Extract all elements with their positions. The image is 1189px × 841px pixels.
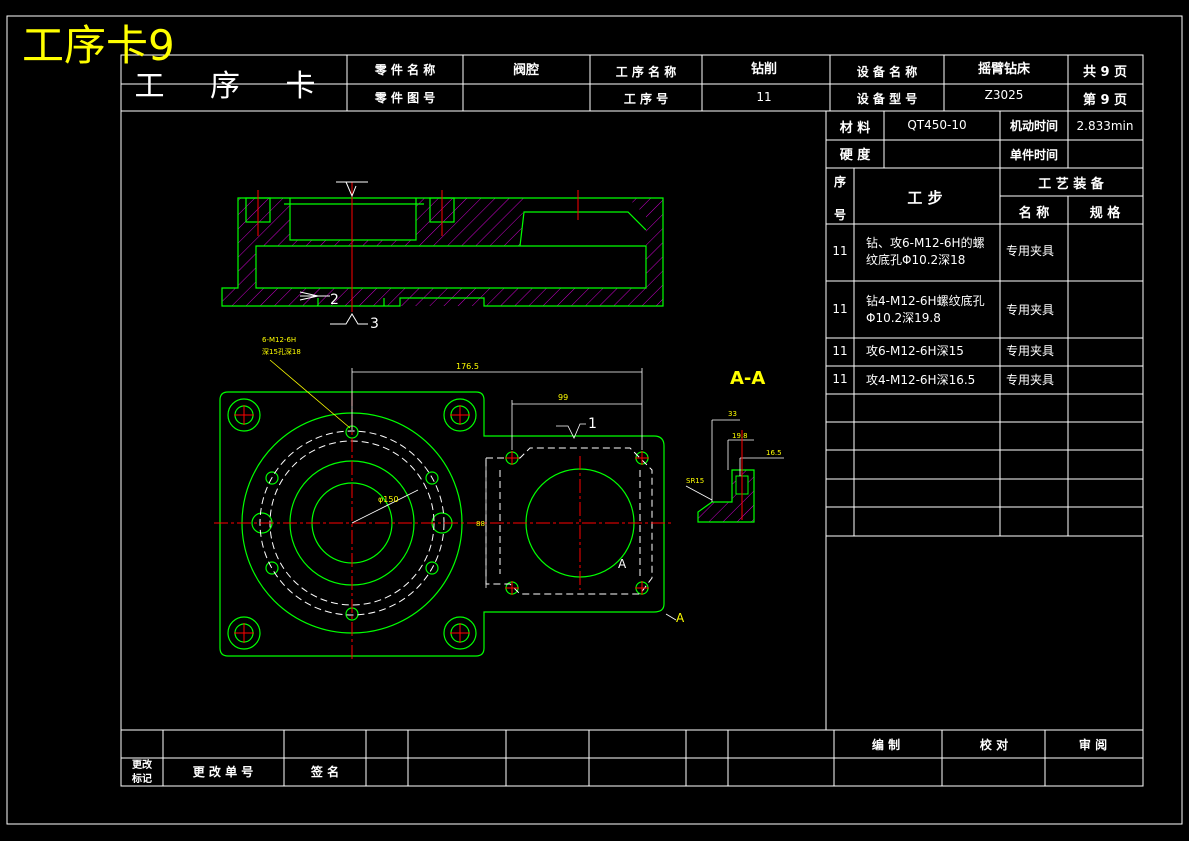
process-name-label: 工 序 名 称: [616, 64, 677, 79]
hardness-label: 硬 度: [840, 147, 872, 163]
seq-label-bottom: 号: [834, 207, 846, 222]
equipment-name-value: 摇臂钻床: [978, 61, 1031, 77]
callout-line-2: 深15孔深18: [262, 347, 301, 356]
section-pocket-fill: [520, 198, 646, 246]
material-value: QT450-10: [907, 118, 966, 132]
step-seq: 11: [832, 372, 847, 386]
seq-label-top: 序: [834, 174, 846, 189]
dim-sr15: SR15: [686, 477, 704, 485]
step-desc-line: 钻4-M12-6H螺纹底孔: [866, 293, 985, 308]
change-mark-top: 更改: [132, 758, 153, 771]
step-tool: 专用夹具: [1006, 243, 1054, 258]
detail-dimensions: [685, 419, 784, 502]
dim-diameter: φ150: [378, 495, 399, 504]
process-no-value: 11: [756, 90, 771, 104]
detail-a-a: A-A 33 19.8 16.5 SR15: [685, 368, 784, 523]
step-row-1: 11 钻、攻6-M12-6H的螺 纹底孔Φ10.2深18 专用夹具: [832, 235, 1054, 267]
signature-label: 签 名: [310, 764, 339, 779]
step-seq: 11: [832, 344, 847, 358]
outer-frame: [6, 15, 1183, 825]
step-tool: 专用夹具: [1006, 372, 1054, 387]
step-row-4: 11 攻4-M12-6H深16.5 专用夹具: [832, 372, 1054, 387]
tool-name-label: 名 称: [1019, 205, 1050, 221]
footer-grid: [121, 729, 1143, 786]
section-bore-fill: [290, 198, 416, 240]
a-leader: [665, 613, 677, 621]
equip-label: 工 艺 装 备: [1038, 176, 1105, 192]
review-label: 审 阅: [1079, 737, 1107, 752]
step-seq: 11: [832, 302, 847, 316]
step-tool: 专用夹具: [1006, 343, 1054, 358]
equipment-model-value: Z3025: [985, 88, 1024, 102]
steps-grid: [825, 111, 1143, 730]
overlay-title: 工序卡9: [22, 21, 175, 70]
dim-176: 176.5: [456, 362, 479, 371]
mark-a-inner: A: [618, 557, 627, 571]
step-desc-line: 纹底孔Φ10.2深18: [866, 252, 965, 267]
dim-99: 99: [558, 393, 568, 402]
header-grid: [121, 55, 1143, 112]
mark-2: 2: [330, 292, 339, 308]
step-desc-line: Φ10.2深19.8: [866, 311, 941, 325]
section-view: 2 3: [221, 181, 664, 332]
dim-19-8: 19.8: [732, 432, 748, 440]
material-label: 材 料: [840, 120, 871, 136]
step-tool: 专用夹具: [1006, 302, 1054, 317]
machine-time-value: 2.833min: [1077, 119, 1134, 133]
section-symbols: [299, 181, 368, 325]
section-centerlines: [257, 182, 579, 312]
page-number: 第 9 页: [1083, 92, 1127, 108]
step-label: 工 步: [907, 189, 942, 207]
change-doc-label: 更 改 单 号: [193, 764, 254, 779]
mark-3: 3: [370, 316, 379, 332]
dim-33: 33: [728, 410, 737, 418]
mark-1: 1: [588, 416, 597, 432]
callout-line-1: 6-M12-6H: [262, 336, 296, 344]
equipment-model-label: 设 备 型 号: [857, 91, 918, 106]
total-pages: 共 9 页: [1083, 64, 1127, 80]
unit-time-label: 单件时间: [1010, 147, 1058, 162]
process-no-label: 工 序 号: [624, 91, 668, 106]
compile-label: 编 制: [871, 737, 900, 752]
dim-16-5: 16.5: [766, 449, 782, 457]
plan-view: 176.5 99 88 φ150 6-M12-6H 深15孔深18 1 A A: [214, 336, 685, 662]
part-name-label: 零 件 名 称: [374, 62, 436, 77]
part-drawing-label: 零 件 图 号: [374, 90, 436, 105]
step-seq: 11: [832, 244, 847, 258]
section-cavity-fill: [256, 246, 646, 288]
machine-time-label: 机动时间: [1010, 118, 1058, 133]
mark-a-outer: A: [676, 611, 685, 625]
section-outline: [221, 197, 664, 307]
dim-side: 88: [476, 520, 485, 528]
change-mark-bottom: 标记: [131, 772, 152, 785]
plan-dimensions: [351, 368, 643, 588]
step-desc-line: 钻、攻6-M12-6H的螺: [866, 235, 985, 250]
part-name-value: 阀腔: [513, 62, 539, 78]
section-label: A-A: [730, 368, 765, 389]
inner-frame: [120, 54, 1144, 787]
callout-leader: [269, 359, 351, 429]
step-desc-line: 攻4-M12-6H深16.5: [866, 373, 975, 387]
step-row-3: 11 攻6-M12-6H深15 专用夹具: [832, 343, 1054, 358]
equipment-name-label: 设 备 名 称: [857, 64, 918, 79]
card-title: 工 序 卡: [134, 69, 333, 104]
plan-centerlines: [214, 392, 672, 662]
process-name-value: 钻削: [751, 61, 777, 77]
step-row-2: 11 钻4-M12-6H螺纹底孔 Φ10.2深19.8 专用夹具: [832, 293, 1054, 325]
check-label: 校 对: [980, 737, 1008, 752]
step-desc-line: 攻6-M12-6H深15: [866, 344, 964, 358]
tool-spec-label: 规 格: [1090, 205, 1122, 221]
